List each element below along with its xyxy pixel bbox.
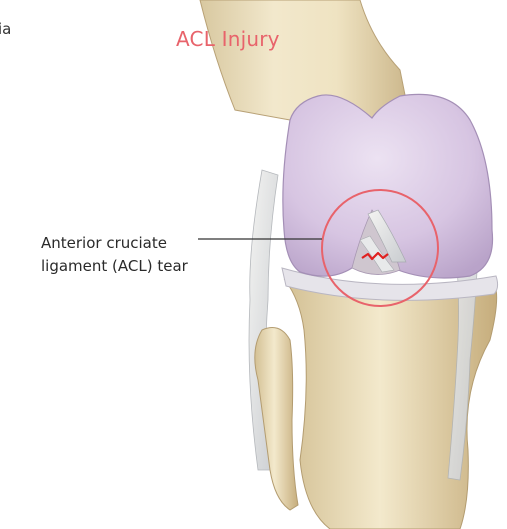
callout-line-2: ligament (ACL) tear xyxy=(41,255,188,278)
acl-tear-callout: Anterior cruciate ligament (ACL) tear xyxy=(41,232,188,278)
callout-line-1: Anterior cruciate xyxy=(41,232,188,255)
figure-title: ACL Injury xyxy=(176,27,280,51)
cut-off-label: ia xyxy=(0,22,16,37)
